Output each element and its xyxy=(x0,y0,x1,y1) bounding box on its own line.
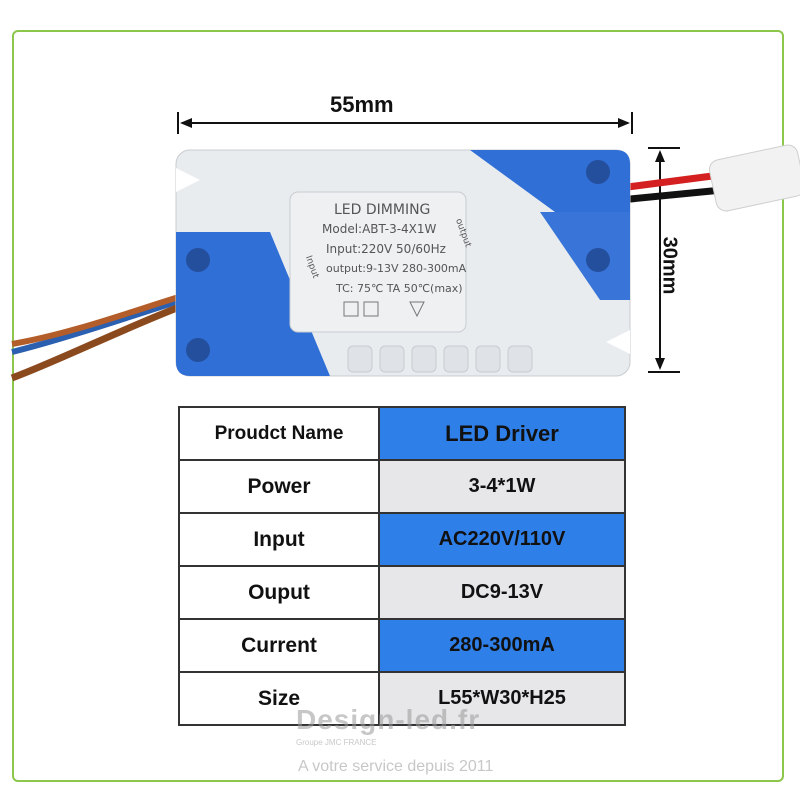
spec-value-cell: L55*W30*H25 xyxy=(378,671,626,726)
device-label-input: Input:220V 50/60Hz xyxy=(326,242,446,256)
device-label-model: Model:ABT-3-4X1W xyxy=(322,222,437,236)
image-frame xyxy=(12,30,784,782)
device-label-title: LED DIMMING xyxy=(334,202,431,218)
device-label-output: output:9-13V 280-300mA xyxy=(326,262,467,275)
width-dimension-line xyxy=(177,112,633,134)
spec-value-cell: AC220V/110V xyxy=(378,512,626,567)
led-driver-illustration xyxy=(10,112,800,382)
spec-value-cell: LED Driver xyxy=(378,406,626,461)
device-label-temps: TC: 75℃ TA 50℃(max) xyxy=(336,282,463,295)
watermark-group: Groupe JMC FRANCE xyxy=(296,738,377,747)
width-dimension-label: 55mm xyxy=(330,92,394,117)
watermark-brand: Design-led.fr xyxy=(296,704,481,735)
spec-name-cell: Power xyxy=(178,459,380,514)
input-wires xyxy=(10,293,184,382)
table-row: Current 280-300mA xyxy=(178,618,626,673)
table-row: Proudct Name LED Driver xyxy=(178,406,626,461)
spec-name-cell: Ouput xyxy=(178,565,380,620)
table-row: Power 3-4*1W xyxy=(178,459,626,514)
output-cable xyxy=(619,144,800,212)
table-row: Ouput DC9-13V xyxy=(178,565,626,620)
spec-name-cell: Current xyxy=(178,618,380,673)
driver-housing xyxy=(175,149,631,377)
spec-name-cell: Size xyxy=(178,671,380,726)
spec-value-cell: DC9-13V xyxy=(378,565,626,620)
spec-table: Proudct Name LED Driver Power 3-4*1W Inp… xyxy=(178,406,626,726)
table-row: Size L55*W30*H25 xyxy=(178,671,626,726)
spec-value-cell: 280-300mA xyxy=(378,618,626,673)
spec-name-cell: Proudct Name xyxy=(178,406,380,461)
height-dimension-line xyxy=(648,147,680,373)
spec-name-cell: Input xyxy=(178,512,380,567)
watermark-slogan: A votre service depuis 2011 xyxy=(298,758,494,775)
height-dimension-label: 30mm xyxy=(658,236,681,295)
table-row: Input AC220V/110V xyxy=(178,512,626,567)
spec-value-cell: 3-4*1W xyxy=(378,459,626,514)
